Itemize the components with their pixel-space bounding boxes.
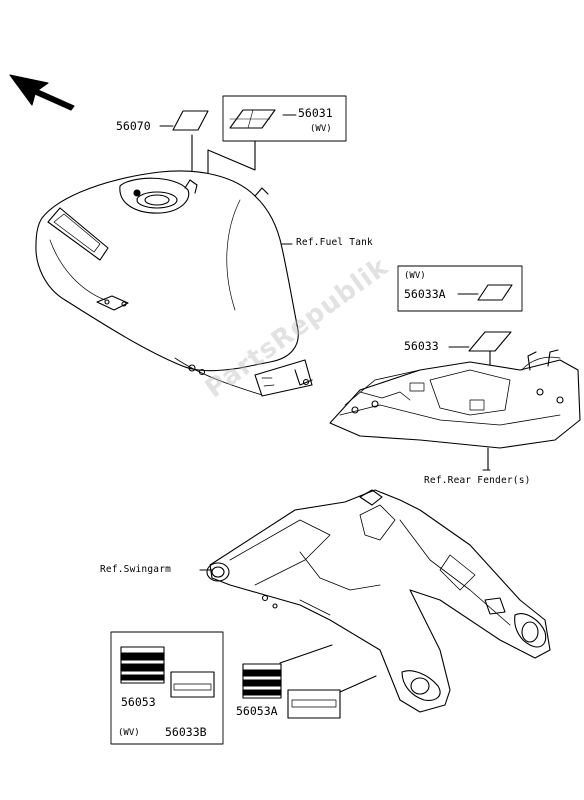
front-direction-arrow-icon [9, 74, 75, 111]
variant-tag-56033A: (WV) [404, 271, 426, 281]
part-number-56033A: 56033A [404, 287, 446, 301]
ref-rear-fender: Ref.Rear Fender(s) [424, 475, 531, 486]
part-number-56031: 56031 [298, 106, 333, 120]
label-56053A-drawing [242, 663, 341, 719]
variant-tag-bottom: (WV) [118, 728, 140, 738]
part-number-56070: 56070 [116, 119, 151, 133]
part-number-56033: 56033 [404, 339, 439, 353]
part-number-56053A: 56053A [236, 704, 278, 718]
leader-lines [159, 114, 491, 471]
fuel-tank-drawing [35, 170, 313, 397]
variant-tag-56031: (WV) [310, 124, 332, 134]
swingarm-drawing [199, 489, 551, 713]
part-number-56033B: 56033B [165, 725, 207, 739]
part-number-56053: 56053 [121, 695, 156, 709]
ref-fuel-tank: Ref.Fuel Tank [296, 237, 373, 248]
label-box-bottom-drawing [110, 631, 224, 745]
rear-fender-drawing [329, 349, 581, 471]
label-56031-drawing [207, 95, 347, 219]
label-56033A-drawing [397, 265, 523, 312]
ref-swingarm: Ref.Swingarm [100, 564, 172, 575]
